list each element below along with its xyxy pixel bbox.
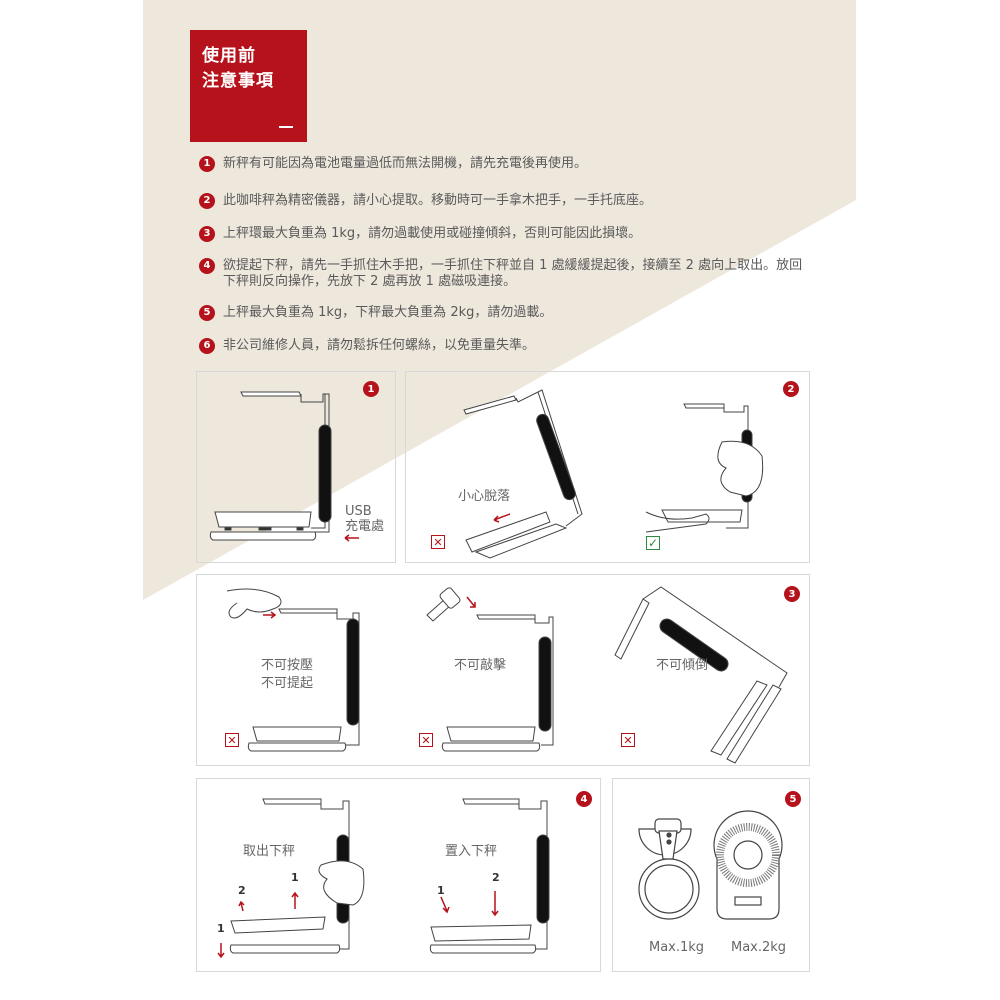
note-item: 4 欲提起下秤，請先一手抓住木手把，一手抓住下秤並自 1 處緩緩提起後，接續至 … [199,258,813,290]
note-item: 6 非公司維修人員，請勿鬆拆任何螺絲，以免重量失準。 [199,338,813,354]
remove-insert-illustration [217,798,550,959]
note-text: 欲提起下秤，請先一手抓住木手把，一手抓住下秤並自 1 處緩緩提起後，接續至 2 … [223,258,803,289]
drop-warning-label: 小心脫落 [458,489,511,504]
no-press-line: 不可按壓 [261,658,314,673]
wrong-icon: ✕ [431,535,445,549]
usb-label-line1: USB [345,504,372,519]
page-title: 使用前 注意事項 [202,44,274,94]
number-badge: 4 [199,258,215,274]
panel-badge: 2 [783,381,799,397]
number-badge: 3 [199,226,215,242]
prohibited-illustrations [226,586,788,764]
panel-badge: 1 [363,381,379,397]
lower-max-label: Max.2kg [731,940,787,955]
correct-check-icon: ✓ [646,536,660,550]
wrong-icon: ✕ [621,733,635,747]
note-text: 上秤環最大負重為 1kg，請勿過載使用或碰撞傾斜，否則可能因此損壞。 [223,226,642,241]
upper-max-label: Max.1kg [649,940,705,955]
number-badge: 2 [199,193,215,209]
panel-usb-charging: 1 USB 充電處 [196,371,396,563]
note-item: 2 此咖啡秤為精密儀器，請小心提取。移動時可一手拿木把手，一手托底座。 [199,193,813,209]
number-badge: 5 [199,305,215,321]
note-item: 5 上秤最大負重為 1kg，下秤最大負重為 2kg，請勿過載。 [199,305,813,321]
panel-badge: 4 [576,791,592,807]
note-text: 上秤最大負重為 1kg，下秤最大負重為 2kg，請勿過載。 [223,305,553,320]
note-text: 新秤有可能因為電池電量過低而無法開機，請先充電後再使用。 [223,156,588,171]
panel-badge: 5 [785,791,801,807]
no-hit-label: 不可敲擊 [454,658,507,673]
wrong-icon: ✕ [225,733,239,747]
scale-side-illustration [209,391,359,542]
note-text: 此咖啡秤為精密儀器，請小心提取。移動時可一手拿木把手，一手托底座。 [223,193,653,208]
usb-label: USB 充電處 [345,504,384,534]
panel-handling: 2 小心脫落 ✕ ✓ [405,371,810,563]
step-1-label: 1 [291,871,299,884]
scale-tilted-dropping-illustration [463,389,764,559]
number-badge: 1 [199,156,215,172]
wrong-icon: ✕ [419,733,433,747]
usb-label-line2: 充電處 [345,519,385,534]
note-text: 非公司維修人員，請勿鬆拆任何螺絲，以免重量失準。 [223,338,536,353]
title-line-1: 使用前 [202,46,256,66]
step-1-label: 1 [437,884,445,897]
panel-prohibited-actions: 3 不可按壓 [196,574,810,766]
step-2-label: 2 [492,871,500,884]
note-item: 3 上秤環最大負重為 1kg，請勿過載使用或碰撞傾斜，否則可能因此損壞。 [199,226,813,242]
number-badge: 6 [199,338,215,354]
title-line-2: 注意事項 [202,71,274,91]
panel-max-load: 5 Max.1kg Max.2kg [612,778,810,972]
note-item: 1 新秤有可能因為電池電量過低而無法開機，請先充電後再使用。 [199,156,813,172]
panel-badge: 3 [784,586,800,602]
title-box: 使用前 注意事項 [190,30,307,142]
step-2-label: 2 [238,884,246,897]
title-dash [279,126,293,128]
step-1-label: 1 [217,922,225,935]
insert-lower-label: 置入下秤 [445,844,498,859]
top-view-illustration [638,810,783,920]
no-tilt-label: 不可傾倒 [656,658,709,673]
panel-remove-insert: 4 取出下秤 置入下秤 1 2 1 1 2 [196,778,601,972]
no-lift-line: 不可提起 [261,676,314,691]
no-press-label: 不可按壓 不可提起 [261,657,313,693]
remove-lower-label: 取出下秤 [243,844,296,859]
